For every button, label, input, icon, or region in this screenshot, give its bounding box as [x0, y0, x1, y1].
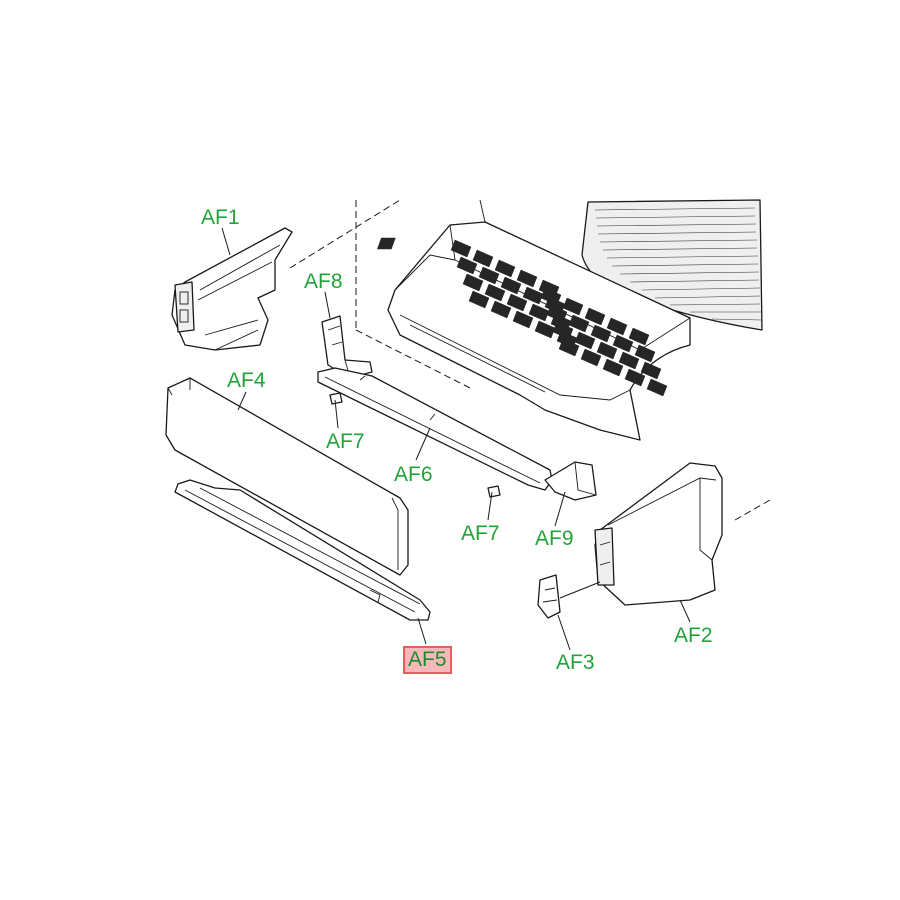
callout-af3[interactable]: AF3 — [556, 651, 595, 674]
part-af6-rail — [317, 367, 553, 491]
callout-af4[interactable]: AF4 — [227, 369, 266, 392]
grille-cell — [612, 334, 634, 353]
part-af4-front-panel — [165, 377, 409, 576]
chassis-grille — [377, 237, 396, 250]
main-chassis — [377, 199, 691, 441]
callout-af2[interactable]: AF2 — [674, 624, 713, 647]
grille-cell — [478, 266, 500, 285]
callout-af7-left[interactable]: AF7 — [326, 430, 365, 453]
grille-cell — [606, 317, 628, 336]
grille-cell — [596, 341, 618, 360]
grille-cell — [558, 338, 580, 357]
grille-cell — [450, 239, 472, 258]
callout-af5-highlighted[interactable]: AF5 — [403, 646, 452, 674]
callout-af1[interactable]: AF1 — [201, 206, 240, 229]
grille-cell — [624, 368, 646, 387]
grille-cell — [490, 300, 512, 319]
grille-cell — [494, 259, 516, 278]
part-af7-clip-left — [329, 392, 343, 405]
part-af7-clip-right — [487, 485, 501, 498]
part-af3-clip — [537, 574, 561, 619]
grille-cell — [552, 321, 574, 340]
grille-cell — [468, 290, 490, 309]
grille-cell — [568, 314, 590, 333]
part-af8-bracket — [321, 315, 373, 379]
grille-cell — [528, 303, 550, 322]
grille-cell — [462, 273, 484, 292]
grille-cell — [546, 304, 568, 323]
grille-cell — [484, 283, 506, 302]
grille-cell — [590, 324, 612, 343]
grille-cell — [628, 327, 650, 346]
grille-cell — [456, 256, 478, 275]
grille-cell — [646, 378, 668, 397]
grille-cell — [618, 351, 640, 370]
grille-cell — [574, 331, 596, 350]
leader-lines — [221, 227, 691, 651]
grille-cell — [640, 361, 662, 380]
callout-af6[interactable]: AF6 — [394, 463, 433, 486]
grille-cell — [534, 320, 556, 339]
part-af2-right-side-cover — [594, 462, 723, 606]
part-af1-left-side-cover — [171, 227, 293, 351]
grille-cell — [512, 310, 534, 329]
callout-af7-right[interactable]: AF7 — [461, 522, 500, 545]
grille-cell — [522, 286, 544, 305]
heat-exchanger — [581, 199, 763, 331]
callout-af9[interactable]: AF9 — [535, 527, 574, 550]
grille-cell — [602, 358, 624, 377]
grille-cell — [580, 348, 602, 367]
grille-cell — [634, 344, 656, 363]
grille-cell — [506, 293, 528, 312]
callout-af8[interactable]: AF8 — [304, 270, 343, 293]
grille-cell — [584, 307, 606, 326]
part-af5-lower-strip — [174, 479, 431, 621]
part-af9-bracket — [544, 461, 597, 501]
grille-cell — [500, 276, 522, 295]
grille-cell — [540, 287, 562, 306]
grille-cell — [562, 297, 584, 316]
grille-cell — [472, 249, 494, 268]
grille-cell — [516, 269, 538, 288]
